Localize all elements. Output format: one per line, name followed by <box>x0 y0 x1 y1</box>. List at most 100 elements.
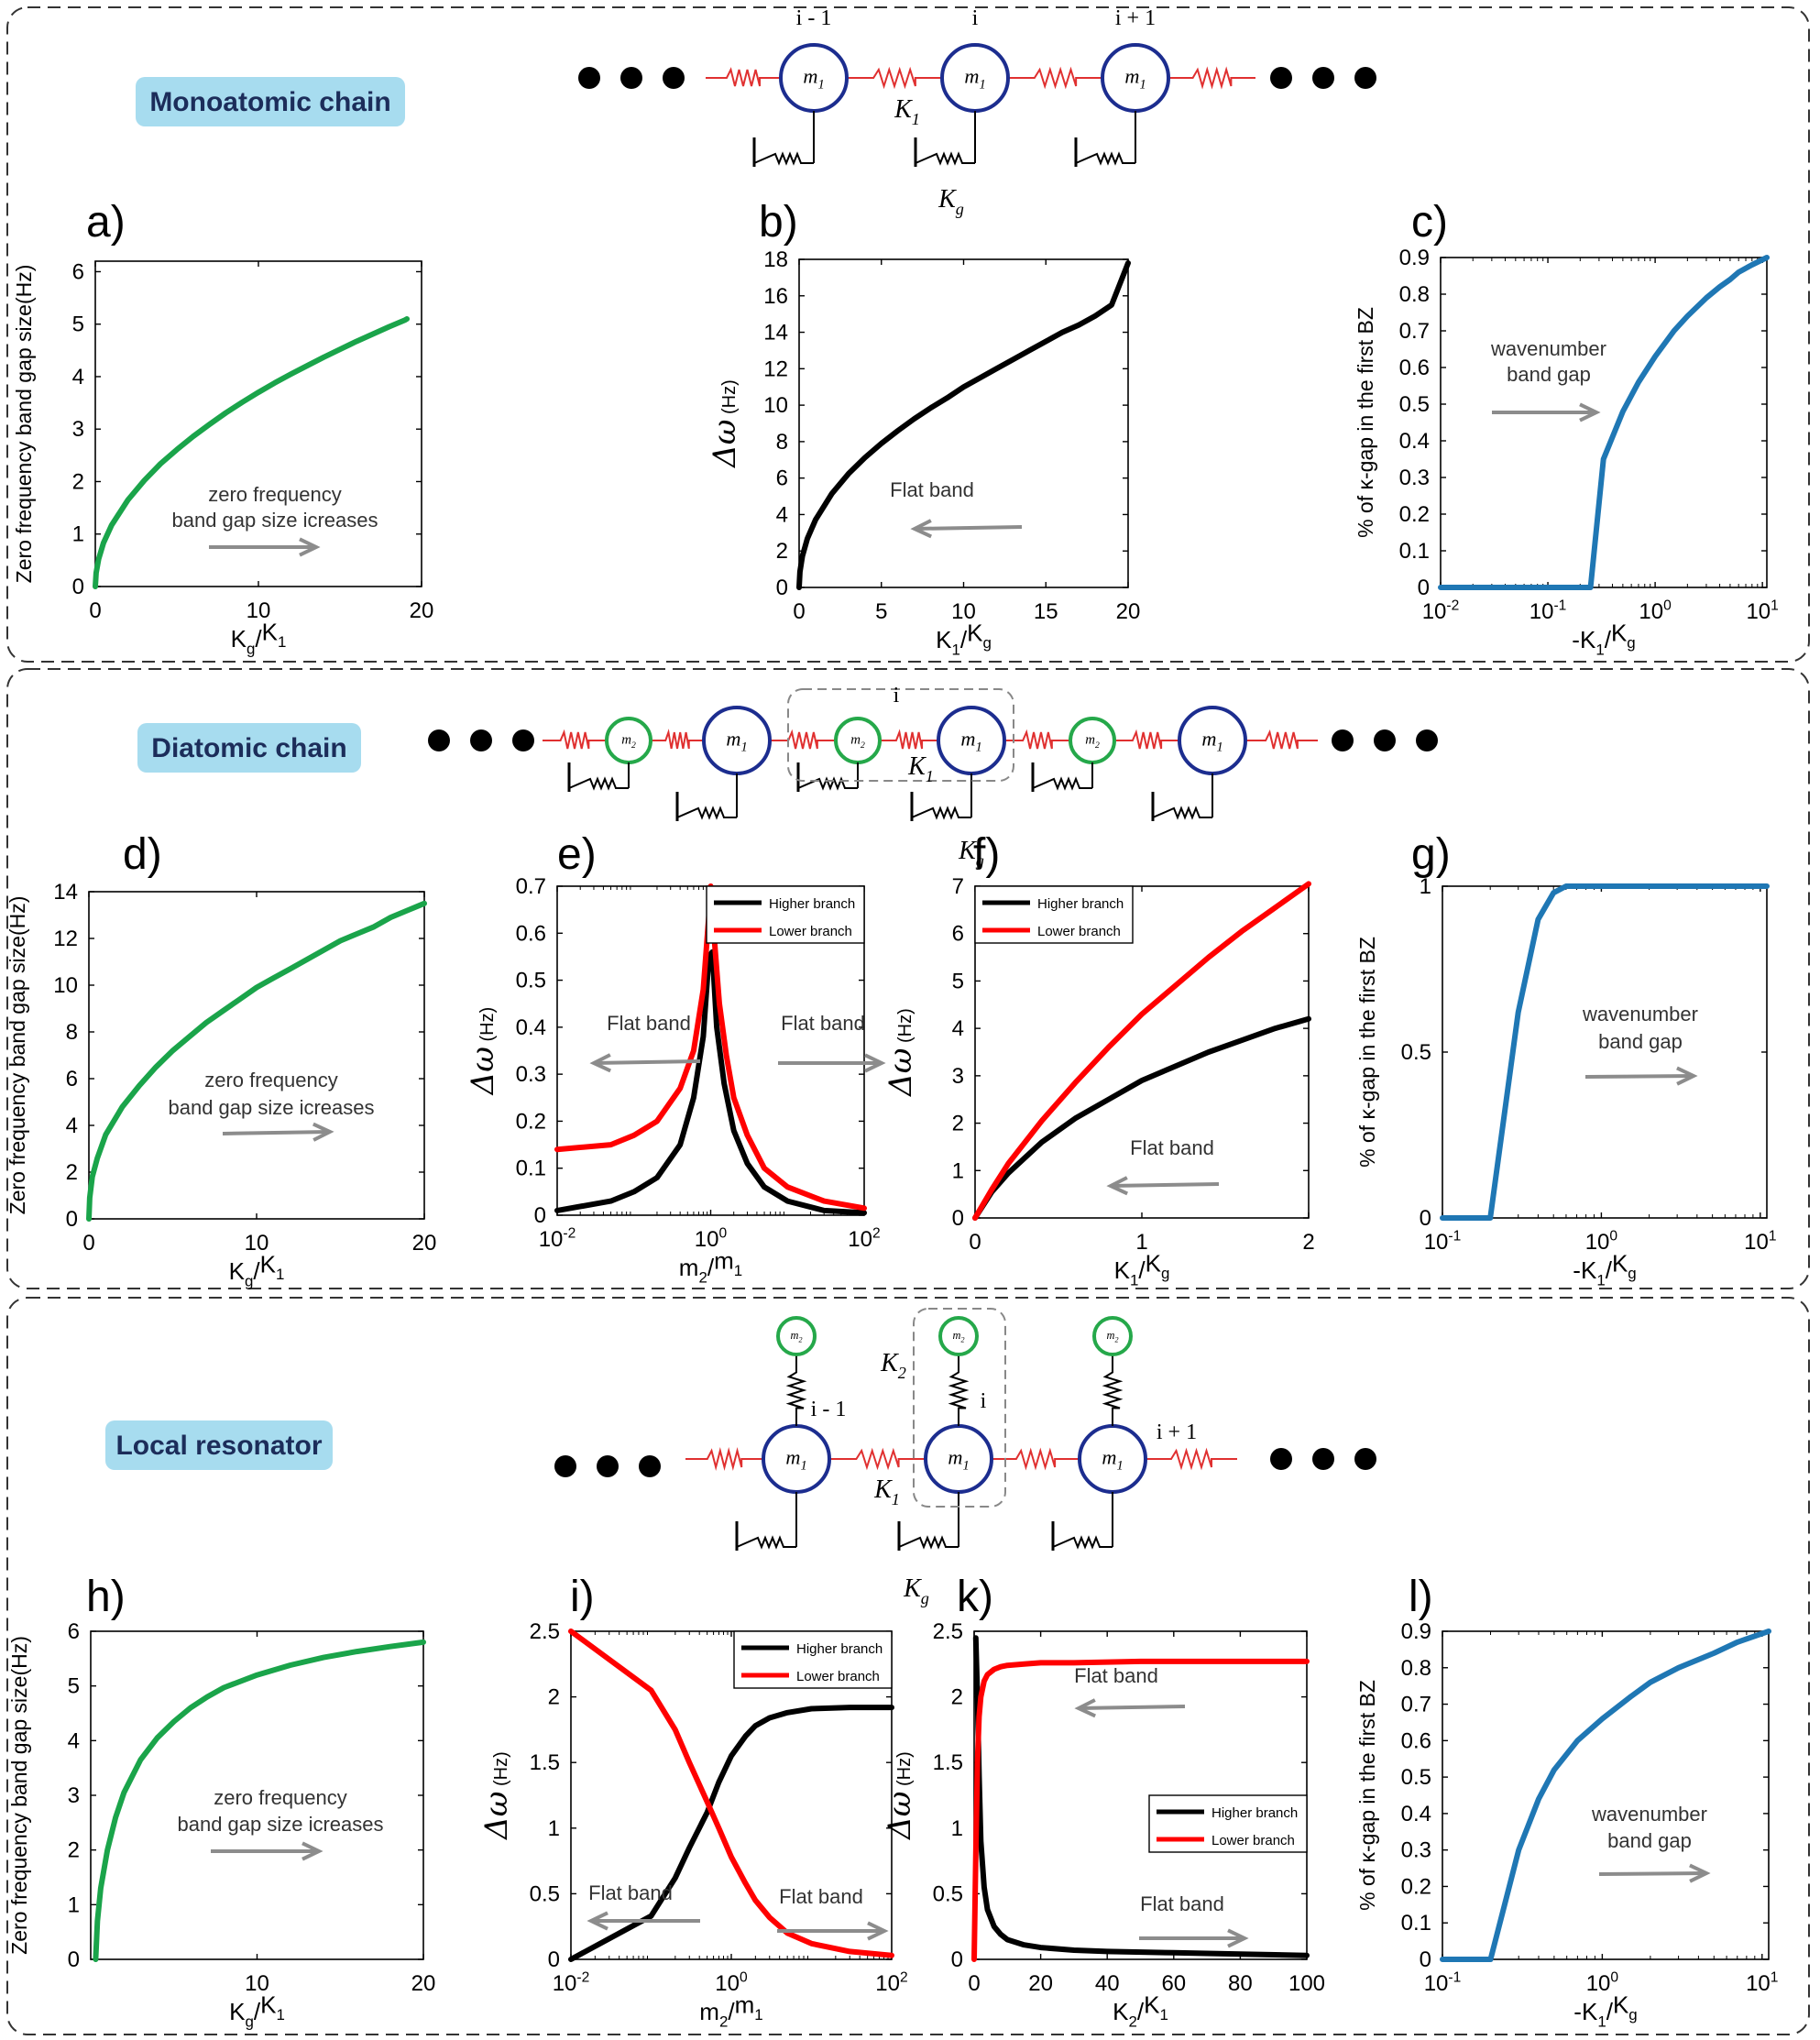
series-line-lower-branch <box>568 1629 894 1958</box>
ellipsis-dot <box>554 1455 576 1477</box>
y-tick-label: 0.3 <box>516 1062 546 1087</box>
y-axis-label: Zero frequency band gap size(Hz) <box>12 265 36 584</box>
annotation-arrow-head <box>589 1053 611 1073</box>
x-tick-label: 1 <box>1135 1230 1147 1255</box>
y-tick-label: 2 <box>776 539 788 564</box>
y-tick-label: 0.6 <box>1399 356 1430 380</box>
y-tick-label: 2 <box>548 1685 560 1710</box>
y-tick-label: 5 <box>72 313 84 337</box>
y-tick-label: 0.9 <box>1401 1619 1431 1644</box>
panel-label: c) <box>1411 198 1448 247</box>
mass-label: m1 <box>785 1445 806 1473</box>
x-tick-label: 80 <box>1228 1971 1253 1996</box>
y-tick-label: 0 <box>952 1206 964 1231</box>
y-tick-label: 14 <box>53 880 78 905</box>
ellipsis-dot <box>1374 729 1396 751</box>
annotation-arrow-head <box>1579 402 1601 422</box>
mass-label: m2 <box>1107 1329 1119 1344</box>
section-badge-di: Diatomic chain <box>137 723 361 773</box>
section-badge-lr: Local resonator <box>105 1420 333 1470</box>
y-tick-label: 18 <box>763 247 788 272</box>
x-tick-label: 10 <box>247 598 271 623</box>
ground-spring-zigzag <box>1052 1535 1113 1550</box>
ground-spring <box>735 1492 797 1551</box>
x-tick-label: 20 <box>1116 599 1141 624</box>
plot-frame <box>88 891 425 1220</box>
series-line-green <box>93 1639 426 1962</box>
series-line-blue <box>1438 255 1770 590</box>
y-tick-label: 2 <box>66 1160 78 1185</box>
y-tick-label: 7 <box>952 874 964 899</box>
y-tick-label: 16 <box>763 284 788 309</box>
section-badge-mono: Monoatomic chain <box>136 77 405 126</box>
y-tick-label: 6 <box>952 922 964 947</box>
ground-spring <box>1051 1492 1113 1551</box>
x-tick-label: 10-1 <box>1424 1228 1462 1255</box>
legend-label: Lower branch <box>796 1669 880 1684</box>
mass-label: m1 <box>1124 64 1146 92</box>
annotation-text: band gap size icreases <box>177 1813 383 1836</box>
panel-label: l) <box>1409 1573 1433 1621</box>
ground-spring <box>675 773 738 821</box>
label-kg: Kg <box>903 1574 929 1607</box>
y-tick-label: 1.5 <box>933 1750 963 1775</box>
spring-resonator <box>785 1355 807 1426</box>
unit-cell-box <box>787 688 1014 782</box>
y-tick-label: 4 <box>68 1728 80 1753</box>
x-tick-label: 101 <box>1746 598 1778 624</box>
annotation-text: wavenumber <box>1490 337 1606 360</box>
series-line-higher-branch <box>972 1015 1311 1221</box>
y-axis-label: Δω (Hz) <box>882 1751 918 1841</box>
y-tick-label: 5 <box>952 969 964 993</box>
mass-m2: m2 <box>605 717 652 764</box>
unit-cell-box <box>913 1308 1006 1508</box>
ellipsis-dot <box>1270 1448 1292 1470</box>
ellipsis-dot <box>428 729 450 751</box>
mass-label: m2 <box>953 1329 965 1344</box>
y-tick-label: 8 <box>66 1020 78 1045</box>
x-tick-label: 100 <box>1586 1969 1619 1996</box>
ellipsis-dot <box>1312 67 1334 89</box>
mass-m1: m1 <box>937 706 1006 775</box>
spring-coupling <box>543 729 607 750</box>
series-line-higher-branch <box>972 1635 1310 1958</box>
x-tick-label: 2 <box>1302 1230 1314 1255</box>
legend-label: Higher branch <box>1037 896 1124 912</box>
y-tick-label: 0.4 <box>1399 429 1430 454</box>
label-kg: Kg <box>937 185 964 218</box>
ground-spring-zigzag <box>736 1535 796 1550</box>
y-tick-label: 1 <box>72 522 84 547</box>
x-tick-label: 5 <box>875 599 887 624</box>
ground-spring-zigzag <box>1152 806 1212 820</box>
series-line-blue <box>1440 883 1770 1221</box>
mass-m1: m1 <box>1178 706 1247 775</box>
ground-spring-zigzag <box>1075 151 1135 166</box>
ground-spring-zigzag <box>898 1535 959 1550</box>
y-tick-label: 6 <box>776 466 788 491</box>
x-tick-label: 10-2 <box>553 1969 590 1996</box>
mass-m2: m2 <box>1092 1316 1133 1356</box>
mass-m2: m2 <box>938 1316 979 1356</box>
annotation-text: zero frequency <box>204 1069 338 1091</box>
index-label: i <box>972 6 979 30</box>
spring-coupling <box>1008 66 1102 90</box>
y-axis-label: % of κ-gap in the first BZ <box>1355 937 1379 1168</box>
mass-label: m1 <box>803 64 824 92</box>
annotation-arrow-shaft <box>1584 1074 1694 1079</box>
x-tick-label: 102 <box>848 1225 880 1252</box>
legend-label: Higher branch <box>1212 1805 1298 1821</box>
mass-m1: m1 <box>1078 1424 1147 1494</box>
x-axis-label: Kg/K1 <box>231 619 287 658</box>
section-frame-di <box>6 668 1810 1289</box>
ellipsis-dot <box>663 67 685 89</box>
annotation-text: Flat band <box>890 478 974 501</box>
y-tick-label: 2 <box>72 469 84 494</box>
y-axis-label: Δω (Hz) <box>478 1751 515 1841</box>
series-line-green <box>86 900 427 1222</box>
